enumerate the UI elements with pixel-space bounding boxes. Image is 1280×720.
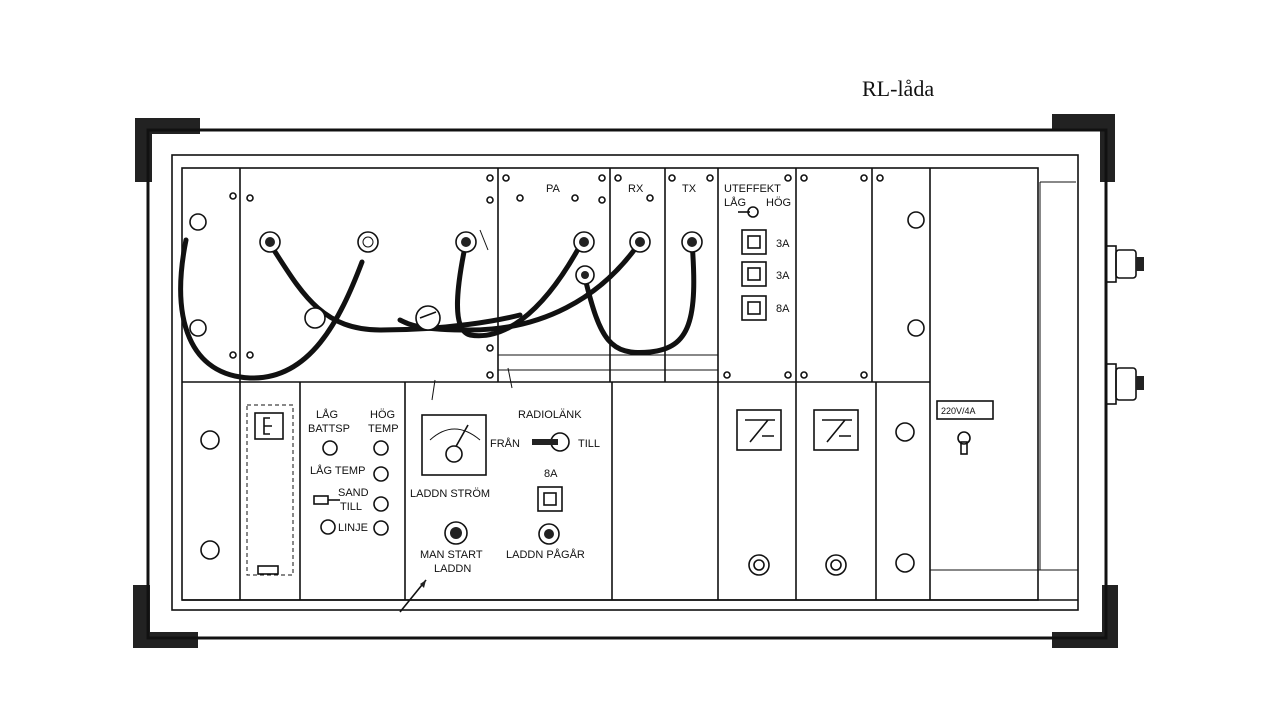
indicator-line-lamp bbox=[320, 519, 336, 535]
corner-bracket-bottom-right bbox=[1052, 585, 1118, 648]
case-inner-frame bbox=[171, 154, 1079, 611]
indicator-low-battery-label-1: LÅG bbox=[316, 408, 338, 421]
module-label-tx: TX bbox=[682, 183, 697, 195]
power-supply-1 bbox=[736, 409, 782, 576]
power-out-module: UTEFFEKT LÅG HÖG 3A 3A 8A bbox=[724, 183, 791, 321]
charging-panel: LADDN STRÖM MAN START LADDN RADIOLÄNK FR… bbox=[399, 409, 600, 613]
radiolink-fuse-label: 8A bbox=[544, 468, 558, 480]
corner-bracket-top-left bbox=[135, 118, 200, 182]
power-out-label: UTEFFEKT bbox=[724, 183, 781, 195]
fuse-label-2: 3A bbox=[776, 270, 790, 282]
corner-brackets bbox=[133, 114, 1118, 648]
coax-connectors bbox=[259, 231, 703, 285]
radiolink-off-label: FRÅN bbox=[490, 437, 520, 450]
charging-in-progress-lamp bbox=[538, 523, 560, 545]
manual-start-label-2: LADDN bbox=[434, 563, 471, 575]
indicator-low-battery-lamp bbox=[322, 440, 338, 456]
power-supply-modules bbox=[736, 409, 859, 576]
radiolink-label: RADIOLÄNK bbox=[518, 409, 582, 421]
indicator-low-battery-label-2: BATTSP bbox=[308, 423, 350, 435]
mains-switch[interactable] bbox=[957, 431, 971, 455]
case-outer bbox=[146, 128, 1108, 640]
indicator-high-temp-label-1: HÖG bbox=[370, 409, 395, 421]
diagram-title: RL-låda bbox=[862, 76, 934, 101]
charging-in-progress-label: LADDN PÅGÅR bbox=[506, 548, 585, 561]
radiolink-toggle-switch[interactable] bbox=[532, 432, 570, 452]
fuse-label-3: 8A bbox=[776, 303, 790, 315]
power-supply-2 bbox=[813, 409, 859, 576]
fuse-label-1: 3A bbox=[776, 238, 790, 250]
power-out-low-label: LÅG bbox=[724, 196, 746, 209]
manual-start-button[interactable] bbox=[444, 521, 468, 545]
fuse-holder-3[interactable] bbox=[741, 295, 767, 321]
manual-start-label-1: MAN START bbox=[420, 549, 483, 561]
indicator-sand-label-1: SAND bbox=[338, 487, 369, 499]
charging-current-meter bbox=[421, 414, 487, 476]
upper-rack bbox=[182, 168, 1076, 600]
radiolink-on-label: TILL bbox=[578, 438, 600, 450]
lower-rack bbox=[200, 382, 1078, 600]
mains-label: 220V/4A bbox=[941, 406, 976, 416]
indicator-low-temp-label: LÅG TEMP bbox=[310, 464, 365, 477]
side-connector-upper bbox=[1105, 245, 1144, 283]
sand-switch[interactable] bbox=[313, 495, 340, 505]
battery-indicator bbox=[254, 412, 284, 440]
indicator-sand-lamp bbox=[373, 496, 389, 512]
side-connector-lower bbox=[1105, 363, 1144, 405]
fuse-holder-2[interactable] bbox=[741, 261, 767, 287]
module-label-pa: PA bbox=[546, 183, 561, 195]
indicator-high-temp-lamp bbox=[373, 440, 389, 456]
coax-cables bbox=[178, 237, 697, 381]
power-out-high-label: HÖG bbox=[766, 197, 791, 209]
indicator-panel: LÅG BATTSP HÖG TEMP LÅG TEMP SAND TILL L… bbox=[308, 408, 399, 536]
indicator-high-temp-label-2: TEMP bbox=[368, 423, 399, 435]
radiolink-fuse-holder[interactable] bbox=[537, 486, 563, 512]
fuse-holder-1[interactable] bbox=[741, 229, 767, 255]
charging-current-label: LADDN STRÖM bbox=[410, 488, 490, 500]
indicator-line-lamp-2 bbox=[373, 520, 389, 536]
indicator-line-label: LINJE bbox=[338, 522, 368, 534]
mains-panel: 220V/4A bbox=[936, 400, 994, 455]
power-out-switch[interactable] bbox=[738, 206, 759, 218]
indicator-sand-label-2: TILL bbox=[340, 501, 362, 513]
module-label-rx: RX bbox=[628, 183, 644, 195]
corner-bracket-top-right bbox=[1052, 114, 1115, 182]
indicator-low-temp-lamp bbox=[373, 466, 389, 482]
battery-slot bbox=[246, 404, 294, 576]
guide-strokes bbox=[431, 229, 513, 401]
